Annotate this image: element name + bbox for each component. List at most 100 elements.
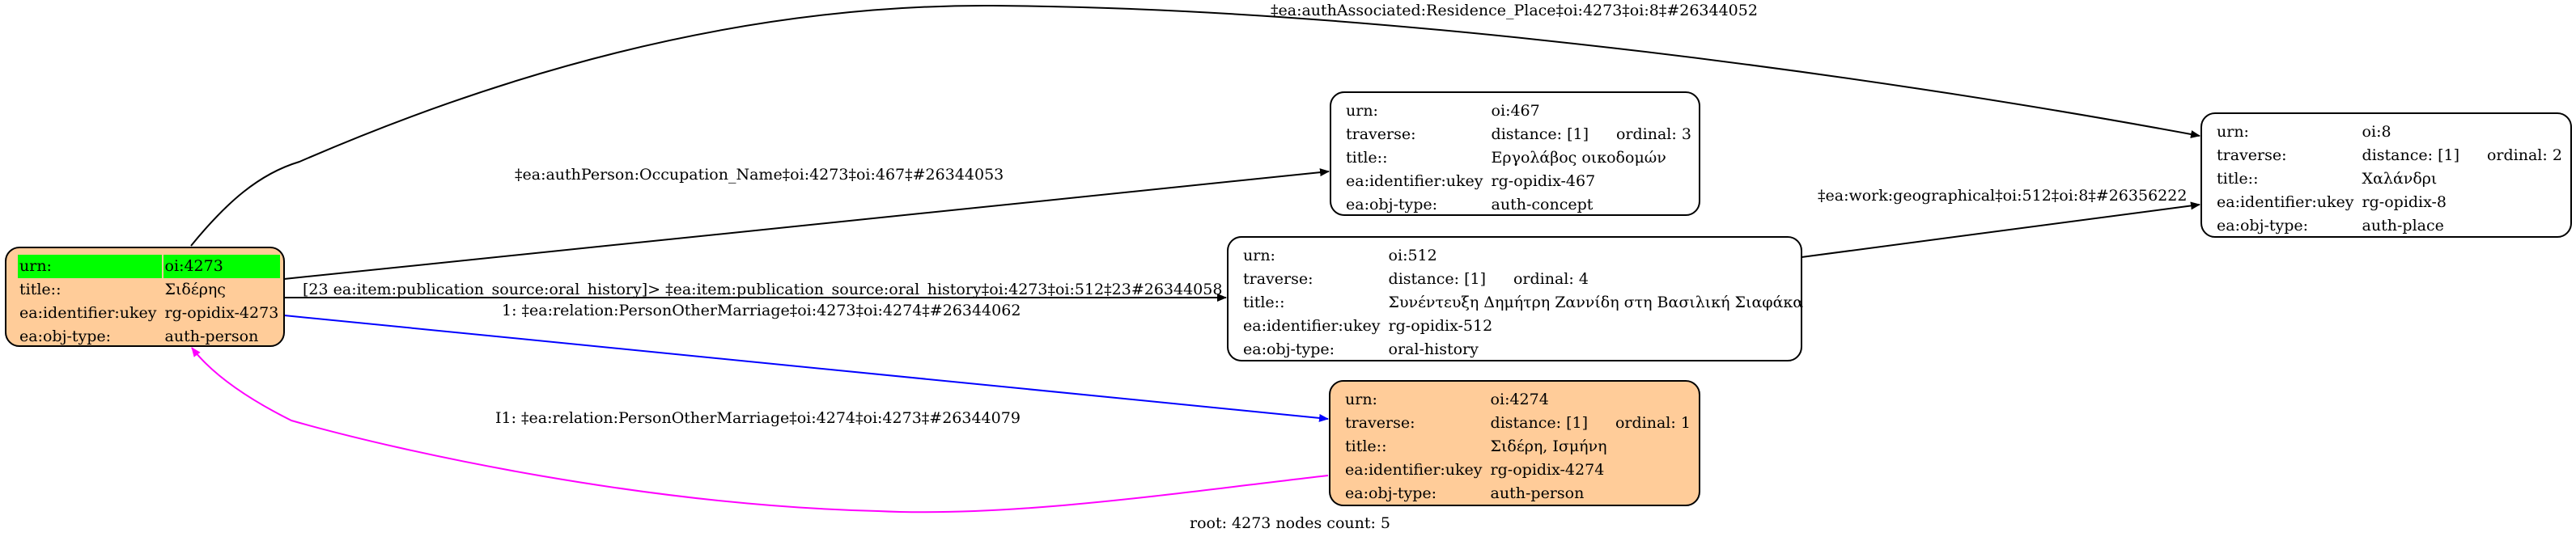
node-attributes: urn:oi:512 traverse:distance: [1]ordinal… (1240, 244, 1806, 361)
graph-footer-caption: root: 4273 nodes count: 5 (1190, 514, 1391, 532)
node-row-ukey: ea:identifier:ukey rg-opidix-4273 (18, 302, 280, 325)
edge-label-residence-place: ‡ea:authAssociated:Residence_Place‡oi:42… (1271, 2, 1758, 19)
attr-value: auth-concept (1491, 196, 1594, 213)
node-row-obj-type: ea:obj-type: oral-history (1241, 338, 1805, 361)
node-row-title: title::Συνέντευξη Δημήτρη Ζαννίδη στη Βα… (1241, 291, 1805, 315)
attr-value: auth-person (1490, 484, 1585, 502)
attr-value: rg-opidix-8 (2362, 193, 2447, 211)
node-row-obj-type: ea:obj-type: auth-place (2215, 214, 2564, 238)
attr-key: title:: (1346, 149, 1388, 167)
attr-value: Συνέντευξη Δημήτρη Ζαννίδη στη Βασιλική … (1388, 294, 1804, 311)
traverse-ordinal: ordinal: 2 (2486, 146, 2562, 164)
attr-key: urn: (2217, 123, 2249, 141)
attr-key: ea:obj-type: (1243, 340, 1335, 358)
node-attributes: urn: oi:4274 traverse: distance: [1] ordina… (1342, 388, 1694, 505)
attr-value: Χαλάνδρι (2362, 170, 2438, 188)
node-root-oi-4273[interactable]: urn: oi:4273 title:: Σιδέρης ea:identifi… (5, 247, 285, 347)
attr-value: distance: [1] ordinal: 1 (1489, 412, 1692, 435)
attr-value: rg-opidix-4274 (1490, 461, 1605, 479)
node-row-ukey: ea:identifier:ukey rg-opidix-4274 (1343, 459, 1692, 482)
edge-label-work-geographical: ‡ea:work:geographical‡oi:512‡oi:8‡#26356… (1818, 187, 2188, 205)
traverse-distance: distance: [1] (1491, 125, 1589, 143)
attr-value: oi:467 (1491, 102, 1540, 120)
attr-value: rg-opidix-467 (1491, 172, 1596, 190)
attr-key: ea:obj-type: (2217, 217, 2309, 235)
edge-work-geographical[interactable] (1801, 201, 2200, 258)
node-row-traverse: traverse:distance: [1]ordinal: 4 (1241, 268, 1805, 291)
attr-key: title:: (2217, 170, 2259, 188)
traverse-ordinal: ordinal: 3 (1615, 125, 1691, 143)
attr-value: Εργολάβος οικοδομών (1491, 149, 1666, 167)
edge-label-person-other-marriage: 1: ‡ea:relation:PersonOtherMarriage‡oi:4… (502, 302, 1021, 319)
node-row-title: title::Εργολάβος οικοδομών (1344, 146, 1693, 170)
attr-key: ea:identifier:ukey (1346, 172, 1483, 190)
node-row-urn: urn: oi:8 (2215, 120, 2564, 144)
attr-key: ea:obj-type: (1346, 196, 1438, 213)
attr-key: traverse: (2217, 146, 2287, 164)
node-row-obj-type: ea:obj-type: auth-person (18, 325, 280, 349)
node-row-urn: urn: oi:4274 (1343, 388, 1692, 412)
node-attributes: urn: oi:467 traverse: distance: [1] ordinal… (1343, 99, 1695, 217)
node-row-urn: urn: oi:467 (1344, 99, 1693, 123)
attr-value: rg-opidix-512 (1388, 317, 1493, 335)
attr-key: title:: (1243, 294, 1285, 311)
attr-value: oral-history (1388, 340, 1479, 358)
node-oi-512[interactable]: urn:oi:512 traverse:distance: [1]ordinal… (1227, 236, 1803, 361)
traverse-ordinal: ordinal: 1 (1615, 414, 1691, 432)
attr-key: title:: (1345, 437, 1387, 455)
attr-value: distance: [1] ordinal: 3 (1490, 123, 1693, 146)
attr-value: Σιδέρη, Ισμήνη (1490, 437, 1607, 455)
traverse-distance: distance: [1] (2362, 146, 2459, 164)
attr-key: urn: (1346, 102, 1378, 120)
attr-value: oi:8 (2362, 123, 2391, 141)
attr-key: urn: (1243, 247, 1275, 264)
traverse-ordinal: ordinal: 4 (1513, 270, 1589, 288)
node-row-obj-type: ea:obj-type: auth-concept (1344, 193, 1693, 217)
node-row-ukey: ea:identifier:ukey rg-opidix-8 (2215, 191, 2564, 214)
node-row-traverse: traverse: distance: [1] ordinal: 2 (2215, 144, 2564, 167)
node-oi-8[interactable]: urn: oi:8 traverse: distance: [1] ordinal: … (2200, 112, 2572, 238)
edge-label-person-other-marriage-inverse: I1: ‡ea:relation:PersonOtherMarriage‡oi:… (495, 409, 1021, 427)
edge-label-occupation-name: ‡ea:authPerson:Occupation_Name‡oi:4273‡o… (515, 166, 1004, 184)
attr-value: oi:512 (1388, 247, 1437, 264)
node-row-traverse: traverse: distance: [1] ordinal: 3 (1344, 123, 1693, 146)
attr-key: ea:identifier:ukey (1243, 317, 1381, 335)
node-oi-467[interactable]: urn: oi:467 traverse: distance: [1] ordinal… (1330, 91, 1700, 216)
attr-value: auth-place (2362, 217, 2444, 235)
traverse-distance: distance: [1] (1388, 270, 1486, 288)
attr-key: ea:obj-type: (1345, 484, 1437, 502)
attr-value: Σιδέρης (164, 281, 226, 298)
node-attributes: urn: oi:8 traverse: distance: [1] ordinal: … (2213, 120, 2565, 238)
node-row-ukey: ea:identifier:ukey rg-opidix-512 (1241, 315, 1805, 338)
attr-value: oi:4273 (163, 255, 281, 278)
attr-key: traverse: (1346, 125, 1416, 143)
attr-key: ea:identifier:ukey (2217, 193, 2354, 211)
node-row-title: title::Χαλάνδρι (2215, 167, 2564, 191)
node-row-title: title:: Σιδέρης (18, 278, 280, 302)
node-row-urn: urn: oi:4273 (18, 255, 281, 278)
edge-person-other-marriage[interactable] (283, 315, 1329, 422)
attr-value: distance: [1] ordinal: 2 (2361, 144, 2564, 167)
attr-value: distance: [1] ordinal: 4 (1387, 268, 1806, 291)
attr-key: urn: (18, 255, 162, 278)
edge-person-other-marriage-inverse[interactable] (191, 347, 1329, 514)
node-row-title: title::Σιδέρη, Ισμήνη (1343, 435, 1692, 459)
node-attributes: urn: oi:4273 title:: Σιδέρης ea:identifi… (16, 255, 282, 349)
attr-value: oi:4274 (1490, 391, 1549, 408)
attr-value: auth-person (164, 328, 259, 345)
node-oi-4274[interactable]: urn: oi:4274 traverse: distance: [1] ordina… (1329, 380, 1700, 506)
attr-key: ea:identifier:ukey (1345, 461, 1483, 479)
attr-value: rg-opidix-4273 (164, 304, 279, 322)
edge-residence-place[interactable] (190, 4, 2200, 247)
attr-key: urn: (1345, 391, 1377, 408)
attr-key: title:: (19, 281, 62, 298)
attr-key: ea:identifier:ukey (19, 304, 157, 322)
node-row-urn: urn: oi:512 (1241, 244, 1805, 268)
node-row-traverse: traverse: distance: [1] ordinal: 1 (1343, 412, 1692, 435)
traverse-distance: distance: [1] (1490, 414, 1588, 432)
attr-key: ea:obj-type: (19, 328, 112, 345)
node-row-obj-type: ea:obj-type: auth-person (1343, 482, 1692, 505)
edge-label-oral-history: [23 ea:item:publication_source:oral_hist… (303, 281, 1223, 298)
edge-occupation-name[interactable] (283, 168, 1330, 280)
attr-key: traverse: (1345, 414, 1415, 432)
